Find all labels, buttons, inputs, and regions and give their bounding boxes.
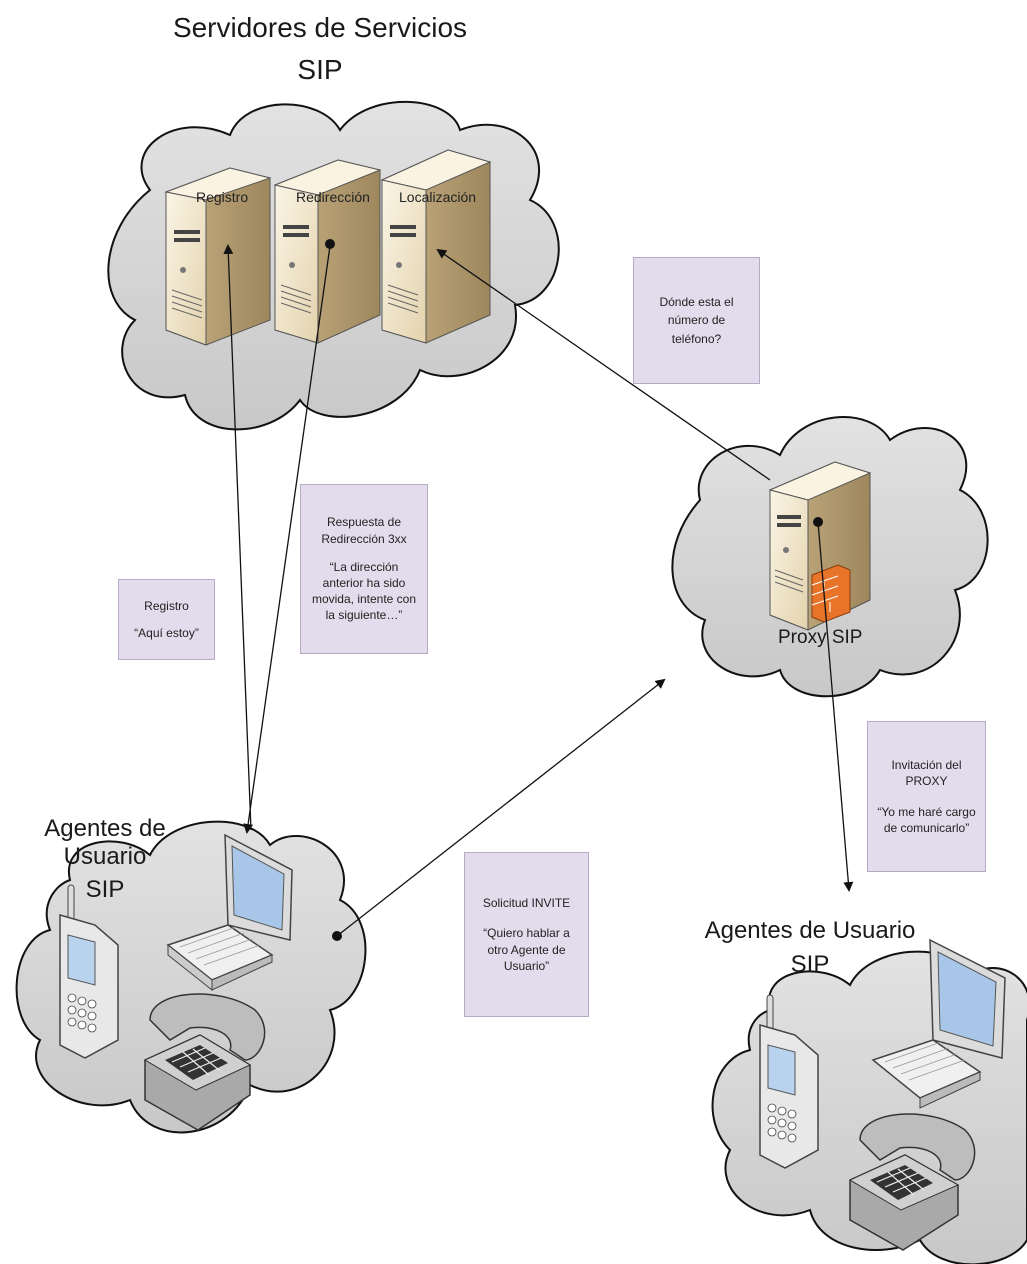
note-proxy-invite-title2: PROXY [905,774,948,789]
note-invite-request-title: Solicitud INVITE [482,896,571,911]
note-invite-request-quote1: “Quiero hablar a [483,926,570,941]
note-proxy-invite-quote1: “Yo me haré cargo [877,804,976,819]
note-location-query-line1: Dónde esta el [659,295,734,310]
registro-server-icon [164,167,272,346]
arrow-location-query [436,248,771,481]
note-redirect-title2: Redirección 3xx [321,531,407,546]
localizacion-server-icon [380,149,492,344]
note-invite-request: Solicitud INVITE “Quiero hablar a otro A… [464,852,589,1017]
firewall-icon [811,564,851,623]
note-proxy-invite: Invitación del PROXY “Yo me haré cargo d… [867,721,986,872]
agents-right-title: Agentes de Usuario SIP [700,917,920,978]
note-invite-request-quote2: otro Agente de [487,942,566,957]
note-location-query-line2: número de [667,313,726,328]
laptop-left-icon [166,833,293,992]
note-redirect-title1: Respuesta de [326,515,402,530]
note-redirect: Respuesta de Redirección 3xx “La direcci… [300,484,428,654]
agents-left-title-line1: Agentes de Usuario [44,815,166,870]
note-register-quote: “Aquí estoy” [134,625,199,640]
laptop-right-icon [871,938,1006,1109]
mobile-phone-left-icon [59,884,119,1059]
servers-title-line2: SIP [297,54,343,86]
arrow-proxy-invite [817,521,854,892]
note-proxy-invite-title1: Invitación del [891,758,962,773]
agents-left-title-line2: SIP [85,876,125,904]
redirect-origin-dot [325,239,335,249]
servers-title: Servidores de Servicios SIP [150,12,490,86]
agents-left-title: Agentes de Usuario SIP [0,815,210,904]
note-location-query-line3: teléfono? [671,331,722,346]
registro-label: Registro [196,189,248,205]
arrow-invite [336,678,666,937]
desk-phone-right-icon [848,1113,976,1251]
agents-right-title-line2: SIP [790,950,830,978]
redireccion-server-icon [273,159,382,344]
note-location-query: Dónde esta el número de teléfono? [633,257,760,384]
note-invite-request-quote3: Usuario” [503,958,550,973]
note-redirect-quote1: “La dirección [329,559,399,574]
note-register-title: Registro [144,599,189,614]
agents-right-title-line1: Agentes de Usuario [704,917,916,944]
note-proxy-invite-quote2: de comunicarlo” [883,820,970,835]
arrow-register [223,244,252,831]
arrow-redirect [243,245,331,834]
note-redirect-quote4: la siguiente…” [325,608,403,623]
note-register: Registro “Aquí estoy” [118,579,215,660]
desk-phone-left-icon [143,993,266,1131]
redireccion-label: Redirección [296,189,370,205]
mobile-phone-right-icon [759,994,819,1169]
note-redirect-quote3: movida, intente con [311,592,417,607]
note-redirect-quote2: anterior ha sido [322,576,406,590]
servers-title-line1: Servidores de Servicios [172,12,468,43]
localizacion-label: Localización [399,189,476,205]
proxy-label: Proxy SIP [778,627,863,648]
